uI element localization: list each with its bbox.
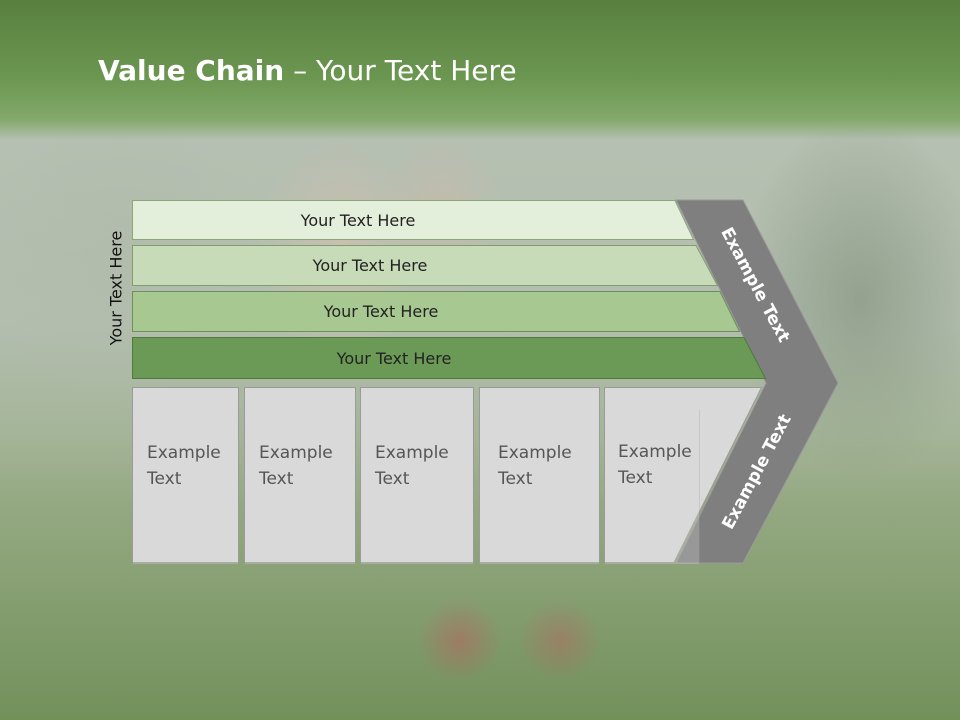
box-1-line1: Example [147,440,238,466]
box-2: Example Text [244,387,356,563]
title-rest: – Your Text Here [284,54,517,87]
bar-1: Your Text Here [132,200,694,240]
bar-2-label: Your Text Here [312,256,428,275]
box-3-line2: Text [375,466,473,492]
bar-3: Your Text Here [132,291,740,332]
box-5: Example Text [604,387,762,563]
box-1: Example Text [132,387,239,563]
box-1-line2: Text [147,466,238,492]
box-5-line1: Example [618,439,762,465]
box-3-line1: Example [375,440,473,466]
box-2-line2: Text [259,466,355,492]
bar-1-label: Your Text Here [300,210,416,230]
bar-4: Your Text Here [132,337,766,379]
title-bold: Value Chain [98,54,285,87]
bar-4-label: Your Text Here [336,348,452,368]
reflection [132,410,852,565]
box-3: Example Text [360,387,474,563]
box-4-line2: Text [498,466,599,492]
bar-3-label: Your Text Here [323,302,439,321]
box-5-line2: Text [618,465,762,491]
box-4-line1: Example [498,440,599,466]
box-4: Example Text [479,387,600,563]
bar-2: Your Text Here [132,245,718,286]
header-band [0,0,960,140]
slide-title: Value Chain – Your Text Here [98,54,517,87]
box-2-line1: Example [259,440,355,466]
